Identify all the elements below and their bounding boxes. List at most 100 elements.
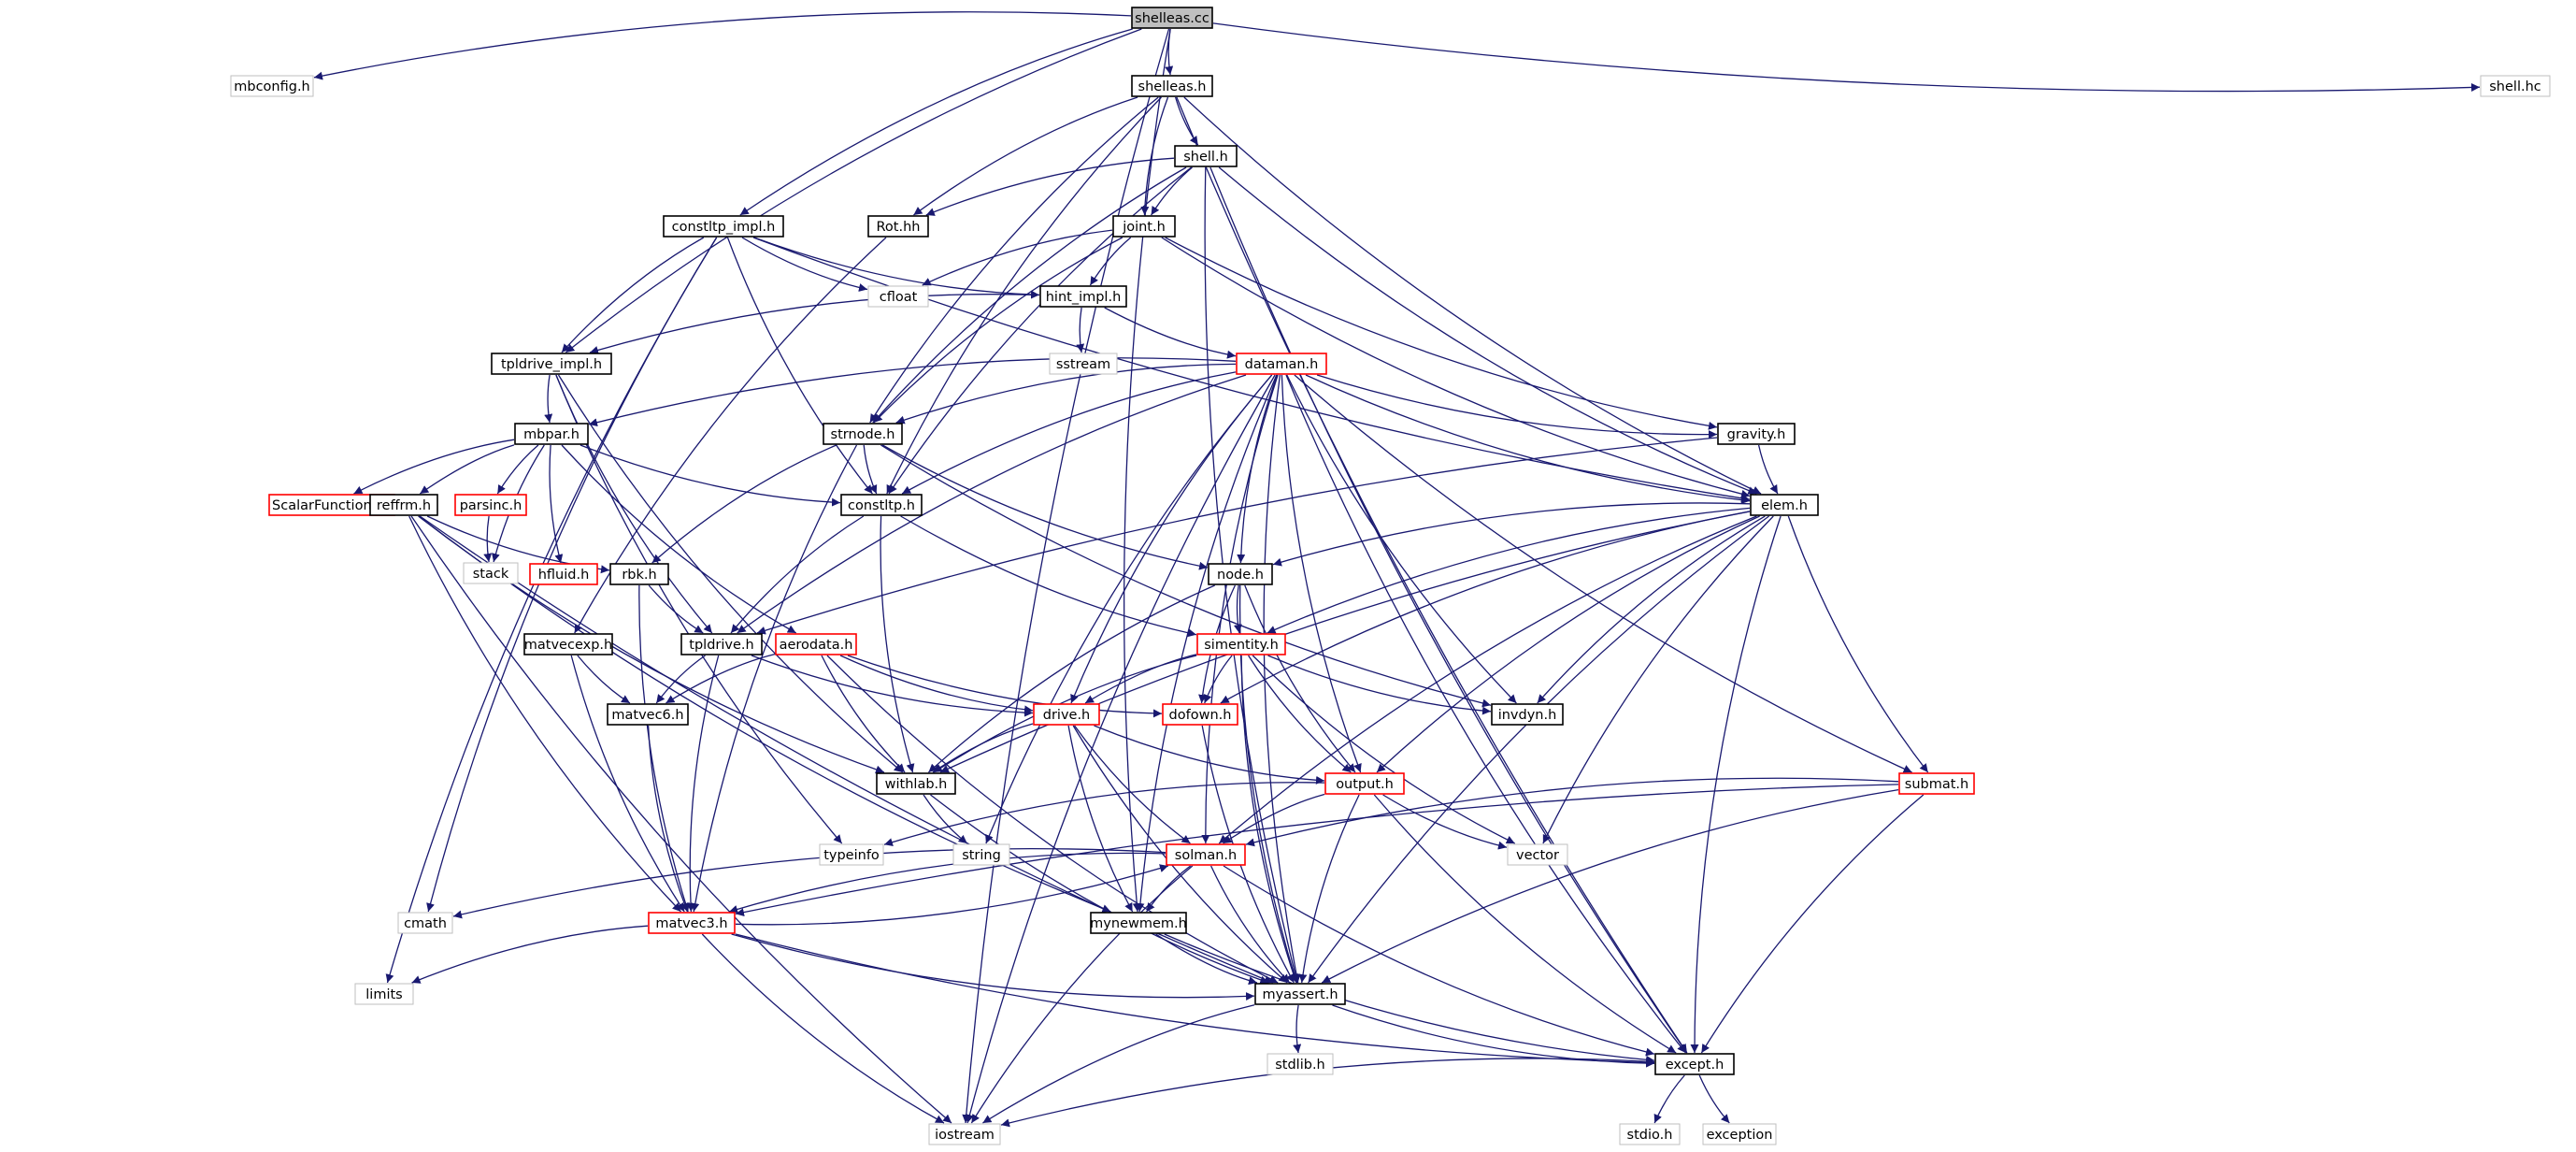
node-label: Rot.hh — [877, 220, 921, 235]
node-constltp_h[interactable]: constltp.h — [840, 494, 923, 516]
edge-constltp_h-to-withlab_h — [880, 515, 915, 773]
node-reffrm_h[interactable]: reffrm.h — [369, 494, 438, 516]
edge-elem_h-to-dofown_h — [1220, 511, 1751, 704]
node-aerodata_h[interactable]: aerodata.h — [775, 633, 857, 655]
edge-aerodata_h-to-myassert_h — [826, 655, 1279, 984]
edge-shelleas_h-to-joint_h — [1140, 96, 1169, 216]
node-label: vector — [1516, 848, 1559, 863]
edge-elem_h-to-submat_h — [1787, 515, 1929, 773]
edge-drive_h-to-solman_h — [1074, 725, 1191, 844]
node-label: submat.h — [1905, 777, 1968, 792]
node-elem_h[interactable]: elem.h — [1750, 494, 1819, 516]
node-box — [1033, 703, 1100, 726]
node-box — [876, 772, 956, 795]
node-drive_h[interactable]: drive.h — [1033, 703, 1100, 726]
node-box — [1090, 912, 1187, 934]
edge-reffrm_h-to-mynewmem_h — [418, 515, 1111, 913]
node-matvec3_h[interactable]: matvec3.h — [648, 912, 736, 934]
node-hfluid_h[interactable]: hfluid.h — [529, 563, 598, 585]
node-box — [823, 423, 903, 445]
node-dofown_h[interactable]: dofown.h — [1162, 703, 1238, 726]
edge-gravity_h-to-elem_h — [1757, 444, 1779, 495]
node-label: cmath — [404, 916, 447, 931]
node-hint_impl_h[interactable]: hint_impl.h — [1039, 285, 1127, 308]
edge-simentity_h-to-invdyn_h — [1267, 655, 1492, 715]
node-submat_h[interactable]: submat.h — [1898, 772, 1975, 795]
edge-dataman_h-to-myassert_h — [1263, 374, 1301, 984]
node-box — [369, 494, 438, 516]
edge-hint_impl_h-to-tpldrive_impl_h — [589, 294, 1040, 354]
node-solman_h[interactable]: solman.h — [1166, 843, 1246, 866]
node-except_h[interactable]: except.h — [1654, 1053, 1735, 1075]
edge-hint_impl_h-to-dataman_h — [1104, 307, 1237, 359]
edge-constltp_h-to-simentity_h — [900, 515, 1197, 638]
node-gravity_h[interactable]: gravity.h — [1717, 423, 1796, 445]
node-invdyn_h[interactable]: invdyn.h — [1491, 703, 1564, 726]
node-mynewmem_h[interactable]: mynewmem.h — [1090, 912, 1187, 934]
edge-matvec3_h-to-myassert_h — [731, 933, 1255, 1001]
node-dataman_h[interactable]: dataman.h — [1236, 353, 1327, 375]
node-label: shelleas.cc — [1135, 11, 1209, 26]
edge-solman_h-to-mynewmem_h — [1146, 865, 1192, 913]
edge-submat_h-to-matvec3_h — [735, 784, 1899, 917]
edge-aerodata_h-to-matvec6_h — [665, 653, 776, 704]
node-box — [607, 703, 689, 726]
edge-dataman_h-to-elem_h — [1305, 374, 1751, 505]
edge-shelleas_cc-to-constltp_impl_h — [739, 28, 1133, 216]
edge-joint_h-to-cfloat — [922, 229, 1113, 286]
node-mbpar_h[interactable]: mbpar.h — [514, 423, 589, 445]
edge-shelleas_cc-to-tpldrive_impl_h — [565, 28, 1142, 353]
node-label: aerodata.h — [780, 638, 853, 653]
node-stmode_h[interactable]: strnode.h — [823, 423, 903, 445]
node-shelleas_h[interactable]: shelleas.h — [1131, 75, 1213, 97]
node-constltp_impl_h[interactable]: constltp_impl.h — [663, 215, 784, 238]
node-node_h[interactable]: node.h — [1208, 563, 1273, 585]
node-tpldrive_impl_h[interactable]: tpldrive_impl.h — [491, 353, 612, 375]
node-output_h[interactable]: output.h — [1324, 772, 1405, 795]
edge-shelleas_cc-to-shell_hc — [1212, 22, 2481, 93]
edge-stmode_h-to-node_h — [881, 444, 1209, 570]
node-label: parsinc.h — [460, 498, 522, 513]
node-box — [648, 912, 736, 934]
node-box — [775, 633, 857, 655]
edge-myassert_h-to-stdlib_h — [1293, 1004, 1302, 1054]
node-shell_h[interactable]: shell.h — [1174, 145, 1238, 167]
node-rot_hh[interactable]: Rot.hh — [867, 215, 929, 238]
node-matvecexp_h[interactable]: matvecexp.h — [523, 633, 613, 655]
node-label: matvec3.h — [655, 916, 727, 931]
edge-constltp_impl_h-to-constltp_h — [726, 237, 873, 495]
node-rbk_h[interactable]: rbk.h — [609, 563, 669, 585]
edge-stmode_h-to-rbk_h — [651, 444, 837, 564]
edge-tpldrive_h-to-matvec3_h — [686, 655, 720, 913]
node-stdio_h: stdio.h — [1619, 1123, 1681, 1145]
node-label: invdyn.h — [1498, 708, 1557, 723]
node-box — [1898, 772, 1975, 795]
node-label: matvecexp.h — [524, 638, 612, 653]
edge-dataman_h-to-except_h — [1285, 374, 1687, 1054]
node-myassert_h[interactable]: myassert.h — [1254, 983, 1346, 1005]
node-box — [1717, 423, 1796, 445]
node-withlab_h[interactable]: withlab.h — [876, 772, 956, 795]
edge-drive_h-to-mynewmem_h — [1067, 725, 1134, 913]
edge-solman_h-to-except_h — [1223, 865, 1655, 1057]
node-label: reffrm.h — [377, 498, 431, 513]
node-tpldrive_h[interactable]: tpldrive.h — [680, 633, 763, 655]
edge-solman_h-to-cmath — [452, 847, 1166, 919]
node-scalarfunctions_h[interactable]: ScalarFunctions.h — [268, 494, 395, 516]
node-joint_h[interactable]: joint.h — [1112, 215, 1176, 238]
node-shelleas_cc[interactable]: shelleas.cc — [1131, 7, 1213, 29]
node-label: ScalarFunctions.h — [272, 498, 392, 513]
node-label: tpldrive.h — [689, 638, 753, 653]
node-label: solman.h — [1175, 848, 1237, 863]
edge-parsinc_h-to-stack — [483, 515, 493, 563]
edge-constltp_impl_h-to-tpldrive_impl_h — [561, 237, 705, 353]
node-simentity_h[interactable]: simentity.h — [1196, 633, 1286, 655]
node-parsinc_h[interactable]: parsinc.h — [454, 494, 527, 516]
node-box — [867, 285, 929, 308]
edge-elem_h-to-except_h — [1690, 515, 1782, 1054]
edge-myassert_h-to-except_h — [1332, 1004, 1655, 1068]
edge-shelleas_cc-to-iostream — [962, 28, 1170, 1124]
node-label: cfloat — [880, 290, 918, 305]
node-matvec6_h[interactable]: matvec6.h — [607, 703, 689, 726]
